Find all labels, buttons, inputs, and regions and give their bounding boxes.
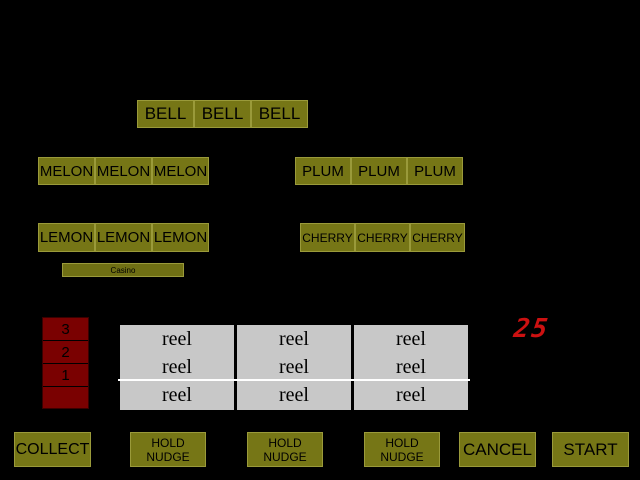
winline-number-3: 3 (43, 318, 88, 341)
hold-nudge-button-2[interactable]: HOLD NUDGE (247, 432, 323, 467)
hold-nudge-1-line1: HOLD (151, 435, 185, 450)
reel-3-cell-bottom: reel (396, 384, 426, 407)
winline-number-1: 1 (43, 364, 88, 387)
winline-number-2: 2 (43, 341, 88, 364)
paytable-melon-1: MELON (38, 157, 95, 185)
paytable-lemon-3: LEMON (152, 223, 209, 252)
paytable-bell-2: BELL (194, 100, 251, 128)
reel-3-cell-top: reel (396, 327, 426, 350)
credit-led-display: 25 (511, 314, 552, 344)
hold-nudge-2-line1: HOLD (268, 435, 302, 450)
payline (118, 379, 470, 381)
paytable-plum-1: PLUM (295, 157, 351, 185)
hold-nudge-2-line2: NUDGE (263, 449, 307, 464)
reel-3: reel reel reel (354, 325, 468, 410)
paytable-lemon-1: LEMON (38, 223, 95, 252)
start-button[interactable]: START (552, 432, 629, 467)
paytable-cherry-2: CHERRY (355, 223, 410, 252)
reel-2-cell-top: reel (279, 327, 309, 350)
paytable-plum-2: PLUM (351, 157, 407, 185)
paytable-melon-2: MELON (95, 157, 152, 185)
hold-nudge-button-1[interactable]: HOLD NUDGE (130, 432, 206, 467)
hold-nudge-3-line1: HOLD (385, 435, 419, 450)
cancel-button[interactable]: CANCEL (459, 432, 536, 467)
paytable-lemon-2: LEMON (95, 223, 152, 252)
reel-1-cell-bottom: reel (162, 384, 192, 407)
paytable-bell-1: BELL (137, 100, 194, 128)
reel-3-cell-middle: reel (396, 355, 426, 378)
paytable-melon-3: MELON (152, 157, 209, 185)
winline-panel: 3 2 1 (42, 317, 89, 409)
reel-1-cell-middle: reel (162, 355, 192, 378)
reel-1: reel reel reel (120, 325, 234, 410)
reel-2-cell-bottom: reel (279, 384, 309, 407)
reel-1-cell-top: reel (162, 327, 192, 350)
paytable-plum-3: PLUM (407, 157, 463, 185)
reel-2-cell-middle: reel (279, 355, 309, 378)
collect-button[interactable]: COLLECT (14, 432, 91, 467)
hold-nudge-1-line2: NUDGE (146, 449, 190, 464)
paytable-bell-3: BELL (251, 100, 308, 128)
reel-2: reel reel reel (237, 325, 351, 410)
paytable-cherry-3: CHERRY (410, 223, 465, 252)
hold-nudge-3-line2: NUDGE (380, 449, 424, 464)
casino-label: Casino (62, 263, 184, 277)
hold-nudge-button-3[interactable]: HOLD NUDGE (364, 432, 440, 467)
paytable-cherry-1: CHERRY (300, 223, 355, 252)
